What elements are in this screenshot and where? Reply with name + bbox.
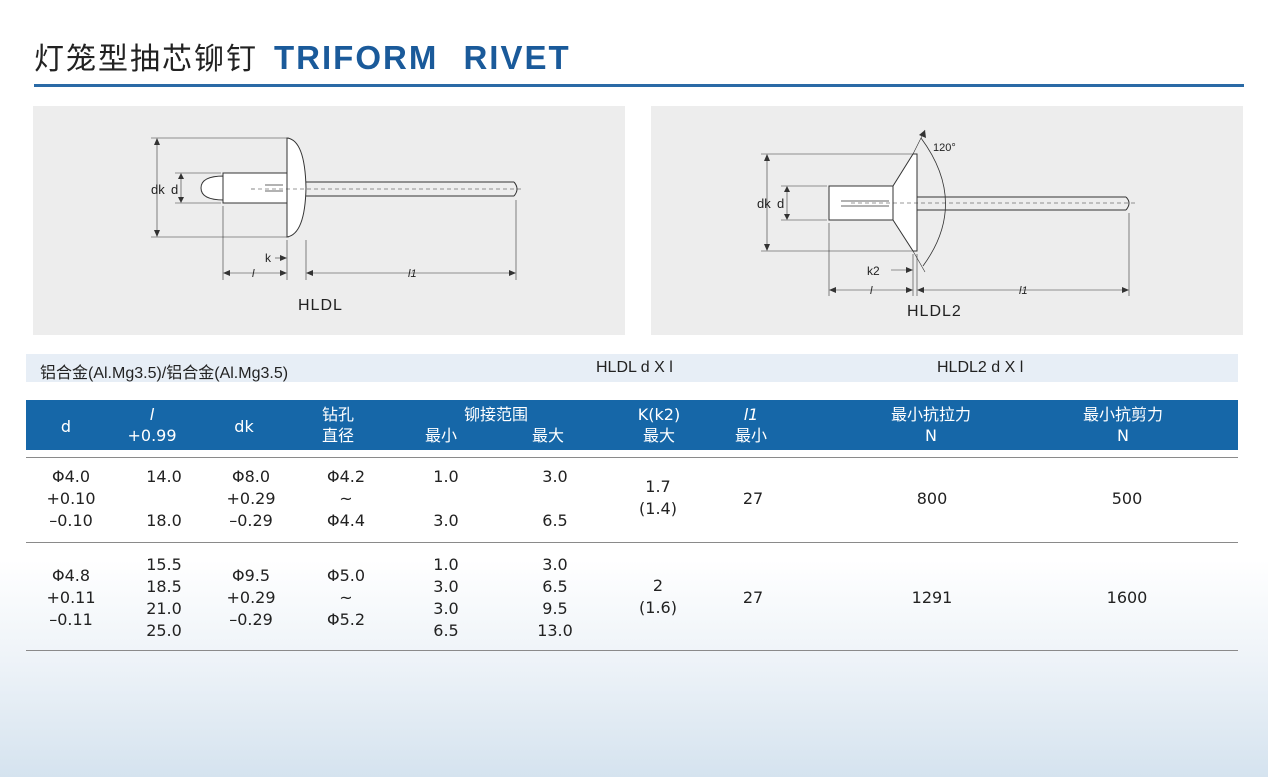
table-header: d l +0.99 dk 钻孔 直径 铆接范围 最小 最大 K(k2) 最大 l… [26, 400, 1238, 450]
diagram-label-hldl: HLDL [298, 297, 343, 314]
header-shear: 最小抗剪力 N [1082, 405, 1163, 445]
hldl-l-label: l [252, 268, 255, 280]
hldl-d-label: d [171, 182, 178, 197]
hldl2-drawing: dk d k2 l l1 120° [757, 129, 1135, 297]
hldl-l1-label: l1 [408, 268, 417, 280]
row2-d: Φ4.8+0.11–0.11 [46, 566, 96, 629]
header-grip-min: 最小 [424, 426, 457, 445]
header-drill: 钻孔 直径 [321, 405, 354, 445]
header-grip-range: 铆接范围 [463, 405, 528, 424]
row1-drill: Φ4.2~Φ4.4 [326, 467, 366, 530]
material-spec-bar: 铝合金(Al.Mg3.5)/铝合金(Al.Mg3.5) HLDL d X l H… [26, 354, 1238, 382]
hldl2-dk-label: dk [757, 196, 771, 211]
hldl2-angle-label: 120° [933, 142, 956, 154]
row2-tensile: 1291 [911, 588, 953, 607]
header-d: d [60, 417, 72, 436]
row2-shear: 1600 [1106, 588, 1148, 607]
designation-hldl: HLDL d X l [596, 359, 673, 376]
row1-l1: 27 [742, 489, 764, 508]
row1-dk: Φ8.0+0.29–0.29 [226, 467, 276, 530]
header-l: l +0.99 [127, 405, 177, 445]
title-chinese: 灯笼型抽芯铆钉 [34, 42, 258, 77]
row2-k: 2(1.6) [639, 576, 677, 617]
table-rule-bottom [26, 650, 1238, 651]
table-rule-middle [26, 542, 1238, 543]
row1-tensile: 800 [916, 489, 948, 508]
row1-k: 1.7(1.4) [639, 477, 677, 518]
header-l1: l1 最小 [734, 405, 767, 445]
hldl-drawing: dk d k l l1 [151, 137, 523, 280]
hldl-k-label: k [265, 251, 272, 265]
hldl2-d-label: d [777, 196, 784, 211]
row1-d: Φ4.0+0.10–0.10 [46, 467, 96, 530]
row2-l1: 27 [742, 588, 764, 607]
hldl-dk-label: dk [151, 182, 165, 197]
row1-shear: 500 [1111, 489, 1143, 508]
diagram-label-hldl2: HLDL2 [907, 303, 962, 320]
table-rule-top [26, 457, 1238, 458]
header-k: K(k2) 最大 [637, 405, 681, 445]
row2-drill: Φ5.0~Φ5.2 [326, 566, 366, 629]
hldl2-k2-label: k2 [867, 264, 880, 278]
diagram-hldl2: dk d k2 l l1 120° HLDL2 [651, 106, 1243, 335]
designation-hldl2: HLDL2 d X l [937, 359, 1024, 376]
hldl2-l-label: l [870, 285, 873, 297]
title-divider [34, 84, 1244, 87]
header-dk: dk [234, 417, 254, 436]
row2-dk: Φ9.5+0.29–0.29 [226, 566, 276, 629]
header-tensile: 最小抗拉力 N [890, 405, 971, 445]
material-text: 铝合金(Al.Mg3.5)/铝合金(Al.Mg3.5) [40, 365, 289, 382]
page-title: 灯笼型抽芯铆钉 TRIFORM RIVET [34, 34, 571, 78]
header-grip-max: 最大 [531, 426, 564, 445]
hldl2-l1-label: l1 [1019, 285, 1028, 297]
diagram-hldl: dk d k l l1 HLDL [33, 106, 625, 335]
title-english: TRIFORM RIVET [274, 39, 571, 76]
